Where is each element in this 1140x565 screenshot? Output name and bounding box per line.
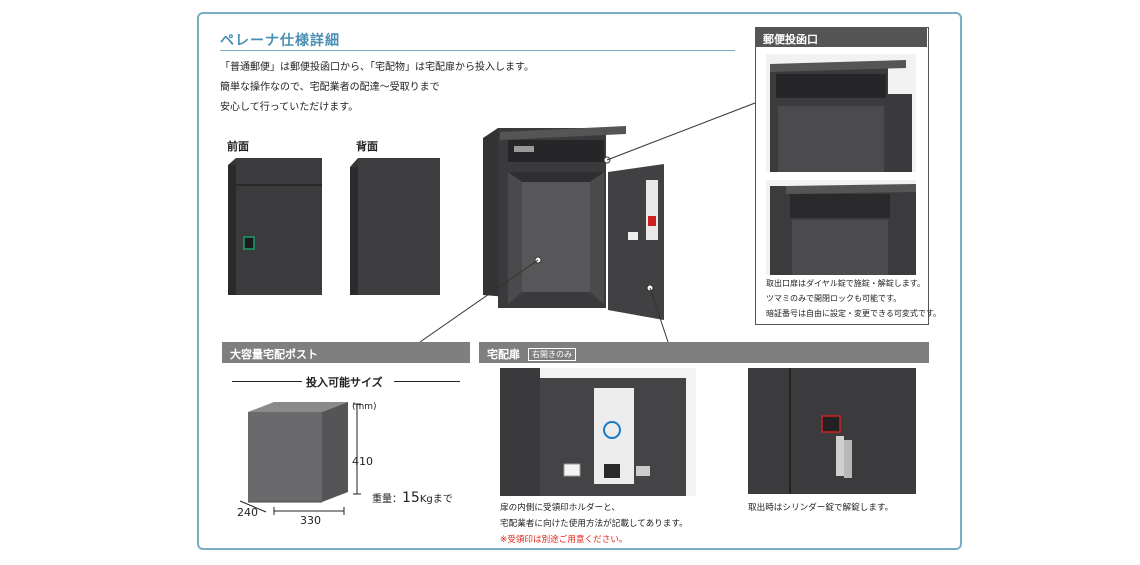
intro-line: 安心して行っていただけます。 [220, 102, 359, 113]
mail-slot-note: ツマミのみで開閉ロックも可能です。 [766, 294, 902, 303]
delivery-door-header: 宅配扉右開きのみ [479, 342, 929, 363]
back-view-image [350, 158, 440, 295]
front-view-label: 前面 [227, 140, 249, 153]
subheader-rule-left [232, 381, 302, 382]
weight-value: 15 [402, 490, 420, 506]
front-view-image [228, 158, 322, 295]
back-view-label: 背面 [356, 140, 378, 153]
weight-limit: 重量：15Kgまで [372, 490, 453, 506]
cylinder-caption: 取出時はシリンダー錠で解錠します。 [748, 503, 894, 513]
size-box-diagram [239, 402, 361, 515]
mail-slot-note: 取出口扉はダイヤル錠で施錠・解錠します。 [766, 279, 925, 288]
door-inside-caption: 扉の内側に受領印ホルダーと、 宅配業者に向けた使用方法が記載してあります。 ※受… [500, 500, 688, 548]
subheader-rule-right [394, 381, 460, 382]
mail-slot-note: 暗証番号は自由に設定・変更できる可変式です。 [766, 309, 942, 318]
door-inside-photo [500, 368, 696, 496]
weight-label: 重量： [372, 494, 402, 505]
delivery-door-title: 宅配扉 [487, 348, 520, 361]
stamp-note: ※受領印は別途ご用意ください。 [500, 535, 628, 545]
door-caption-line: 宅配業者に向けた使用方法が記載してあります。 [500, 519, 688, 529]
product-open-image [483, 126, 664, 320]
mail-slot-photo-1 [766, 54, 916, 172]
mail-slot-header: 郵便投函口 [755, 27, 927, 47]
depth-dimension: 240 [237, 506, 258, 519]
title-divider [220, 50, 735, 51]
height-dimension: 410 [352, 455, 373, 468]
weight-suffix: Kgまで [419, 494, 453, 505]
section-title: ペレーナ仕様詳細 [220, 33, 340, 49]
unit-label: (mm) [352, 402, 377, 412]
cylinder-lock-photo [748, 368, 916, 494]
capacity-header: 大容量宅配ポスト [222, 342, 470, 363]
right-open-badge: 右開きのみ [528, 348, 576, 361]
mail-slot-notes: 取出口扉はダイヤル錠で施錠・解錠します。 ツマミのみで開閉ロックも可能です。 暗… [766, 276, 941, 321]
intro-text: 「普通郵便」は郵便投函口から、「宅配物」は宅配扉から投入します。 簡単な操作なの… [220, 58, 534, 118]
intro-line: 簡単な操作なので、宅配業者の配達～受取りまで [220, 82, 440, 93]
door-caption-line: 扉の内側に受領印ホルダーと、 [500, 503, 620, 513]
intro-line: 「普通郵便」は郵便投函口から、「宅配物」は宅配扉から投入します。 [220, 62, 534, 73]
width-dimension: 330 [300, 514, 321, 527]
capacity-subheader: 投入可能サイズ [306, 376, 383, 389]
mail-slot-photo-2 [766, 180, 916, 275]
